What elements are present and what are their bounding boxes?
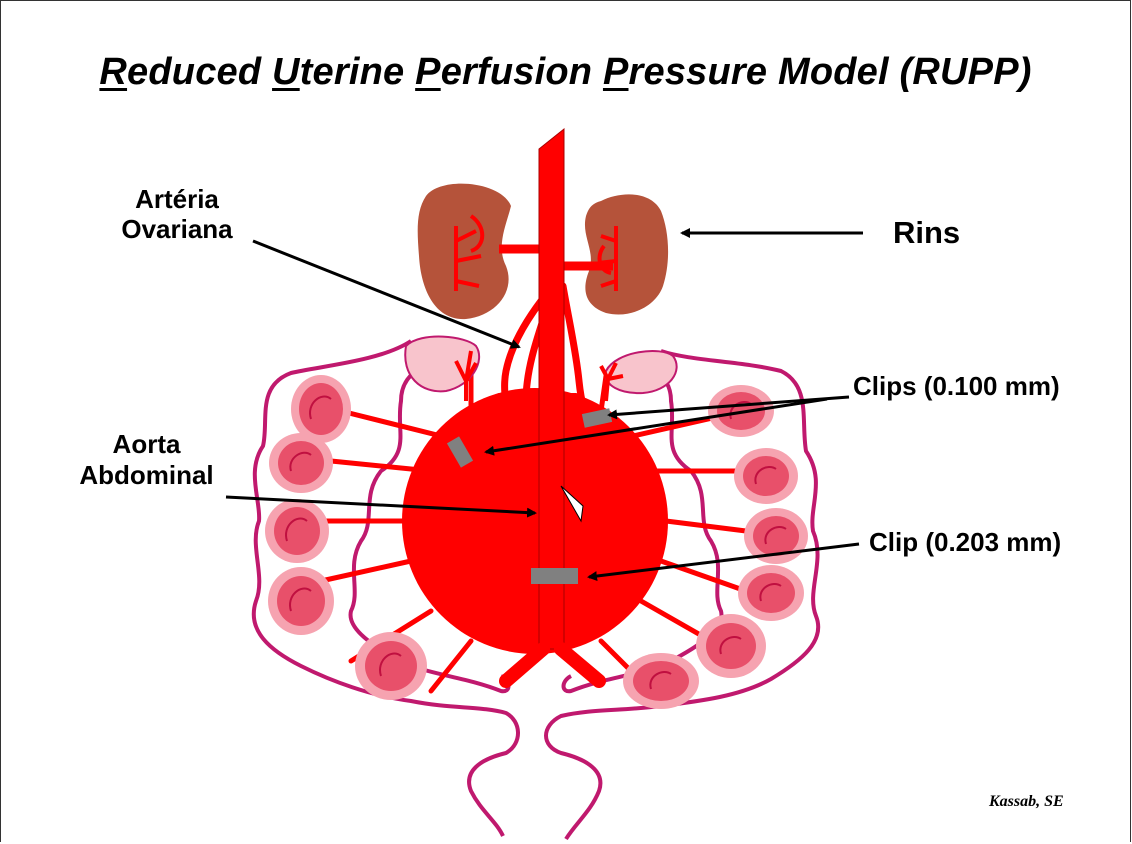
label-clips-ovarian: Clips (0.100 mm) (853, 371, 1060, 402)
kidney-right (585, 194, 668, 314)
label-ovarian-artery: Artéria Ovariana (107, 184, 247, 244)
label-kidneys: Rins (893, 215, 960, 251)
label-clip-aorta: Clip (0.203 mm) (869, 527, 1061, 558)
author-credit: Kassab, SE (989, 793, 1064, 811)
label-ovarian-artery-line1: Artéria (107, 184, 247, 214)
central-uterine-body (402, 388, 668, 654)
ovary-left (405, 337, 479, 401)
clip-aorta (531, 568, 578, 584)
label-aorta-line2: Abdominal (69, 460, 224, 491)
fetus-group-left (265, 375, 427, 700)
label-aorta-line1: Aorta (69, 429, 224, 460)
label-ovarian-artery-line2: Ovariana (107, 214, 247, 244)
kidney-left (418, 184, 511, 319)
ovary-right (601, 351, 677, 401)
label-aorta: Aorta Abdominal (69, 429, 224, 491)
